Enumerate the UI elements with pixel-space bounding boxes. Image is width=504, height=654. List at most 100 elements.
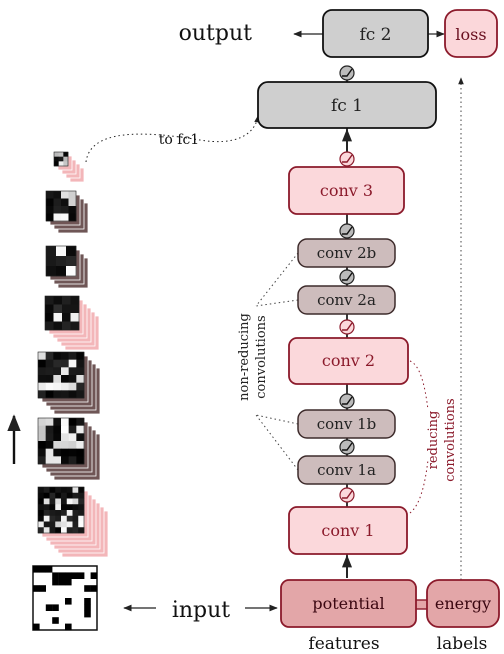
feature-map-cell bbox=[76, 418, 85, 426]
feature-map-cell bbox=[54, 152, 59, 157]
feature-map-cell bbox=[68, 418, 77, 426]
conv1a-label: conv 1a bbox=[317, 461, 376, 479]
feature-map-frame bbox=[37, 417, 85, 465]
feature-map-cell bbox=[61, 492, 68, 499]
feature-map-cell bbox=[45, 321, 54, 331]
feature-map-cell bbox=[70, 321, 80, 331]
feature-map-cell bbox=[49, 510, 56, 517]
labels-caption: labels bbox=[437, 634, 488, 654]
feature-map-cell bbox=[61, 425, 69, 434]
activation-pink-icon bbox=[339, 319, 355, 335]
feature-map-cell bbox=[55, 487, 62, 494]
feature-map-cell bbox=[61, 433, 69, 442]
feature-map-cell bbox=[45, 418, 54, 426]
feature-map-cell bbox=[70, 313, 80, 322]
input-grid-cell bbox=[65, 598, 72, 605]
feature-map-cell bbox=[56, 256, 67, 267]
feature-map-stack bbox=[37, 417, 101, 481]
feature-map-cell bbox=[61, 504, 68, 511]
feature-map-stack bbox=[37, 486, 109, 558]
feature-map-cell bbox=[53, 441, 62, 449]
input-grid-cell bbox=[90, 572, 98, 579]
feature-map-cell bbox=[43, 515, 50, 522]
feature-map-cell bbox=[49, 504, 56, 511]
feature-map-cell bbox=[38, 352, 46, 360]
activation-gray-icon bbox=[339, 393, 355, 409]
feature-map-cell bbox=[76, 382, 85, 391]
feature-map-cell bbox=[46, 206, 54, 214]
loss-box bbox=[444, 9, 498, 58]
feature-map-stack bbox=[45, 190, 89, 234]
feature-map-cell bbox=[72, 487, 79, 494]
feature-map-cell bbox=[38, 367, 46, 376]
output-label: output bbox=[179, 21, 253, 46]
feature-map-cell bbox=[61, 418, 69, 426]
feature-map-cell bbox=[45, 296, 54, 305]
feature-map-cell bbox=[78, 510, 85, 517]
feature-map-frame bbox=[45, 190, 77, 222]
feature-map-cell bbox=[66, 266, 77, 277]
feature-map-cell bbox=[53, 198, 62, 207]
feature-map-cell bbox=[49, 487, 56, 494]
feature-map-cell bbox=[43, 498, 50, 505]
feature-map-cell bbox=[45, 456, 54, 465]
feature-map-cell bbox=[61, 515, 68, 522]
to-fc1-curve bbox=[85, 115, 260, 163]
feature-map-cell bbox=[53, 304, 63, 314]
feature-map-cell bbox=[46, 213, 54, 222]
feature-map-cell bbox=[53, 375, 62, 383]
feature-map-cell bbox=[68, 390, 77, 399]
conv2b-label: conv 2b bbox=[317, 244, 376, 262]
feature-map-cell bbox=[38, 510, 45, 517]
input-grid-cell bbox=[84, 604, 91, 611]
feature-map-cell bbox=[53, 418, 62, 426]
fc2-label: fc 2 bbox=[359, 25, 391, 45]
feature-map-cell bbox=[70, 304, 80, 314]
feature-map-stack bbox=[37, 351, 101, 415]
input-grid-cell bbox=[84, 585, 91, 592]
feature-map-cell bbox=[49, 515, 56, 522]
feature-map-cell bbox=[72, 492, 79, 499]
input-grid-cell bbox=[33, 623, 40, 631]
feature-map-cell bbox=[45, 352, 54, 360]
feature-map-cell bbox=[53, 191, 62, 199]
feature-map-cell bbox=[55, 510, 62, 517]
non-reducing-label-2: convolutions bbox=[254, 315, 269, 398]
input-grid-cell bbox=[33, 566, 40, 573]
feature-map-cell bbox=[43, 521, 50, 528]
conv2a-label: conv 2a bbox=[317, 291, 376, 309]
feature-map-cell bbox=[76, 390, 85, 399]
conv1-label: conv 1 bbox=[321, 521, 374, 540]
loss-label: loss bbox=[455, 25, 486, 44]
input-grid-cell bbox=[39, 585, 46, 592]
feature-map-cell bbox=[78, 487, 85, 494]
input-grid-cell bbox=[58, 578, 66, 586]
feature-map-cell bbox=[66, 492, 73, 499]
feature-map-cell bbox=[49, 527, 56, 534]
feature-map-cell bbox=[45, 441, 54, 449]
feature-map-cell bbox=[38, 521, 45, 528]
feature-map-cell bbox=[45, 390, 54, 399]
feature-map-cell bbox=[38, 498, 45, 505]
reducing-connectors bbox=[409, 360, 429, 514]
feature-map-cell bbox=[46, 246, 57, 257]
feature-map-cell bbox=[68, 433, 77, 442]
input-grid-cell bbox=[33, 585, 40, 592]
feature-map-cell bbox=[78, 504, 85, 511]
feature-map-cell bbox=[56, 246, 67, 257]
feature-map-cell bbox=[54, 161, 59, 167]
conv3-label: conv 3 bbox=[320, 181, 373, 200]
feature-map-cell bbox=[55, 515, 62, 522]
activation-pink-icon bbox=[339, 487, 355, 503]
feature-map-cell bbox=[76, 352, 85, 360]
feature-map-cell bbox=[72, 527, 79, 534]
potential-box bbox=[280, 579, 417, 628]
feature-map-cell bbox=[66, 498, 73, 505]
feature-map-cell bbox=[55, 521, 62, 528]
feature-map-cell bbox=[38, 382, 46, 391]
feature-map-cell bbox=[66, 515, 73, 522]
conv1a-box bbox=[297, 455, 396, 485]
activation-gray-icon bbox=[339, 439, 355, 455]
energy-box bbox=[426, 579, 500, 628]
